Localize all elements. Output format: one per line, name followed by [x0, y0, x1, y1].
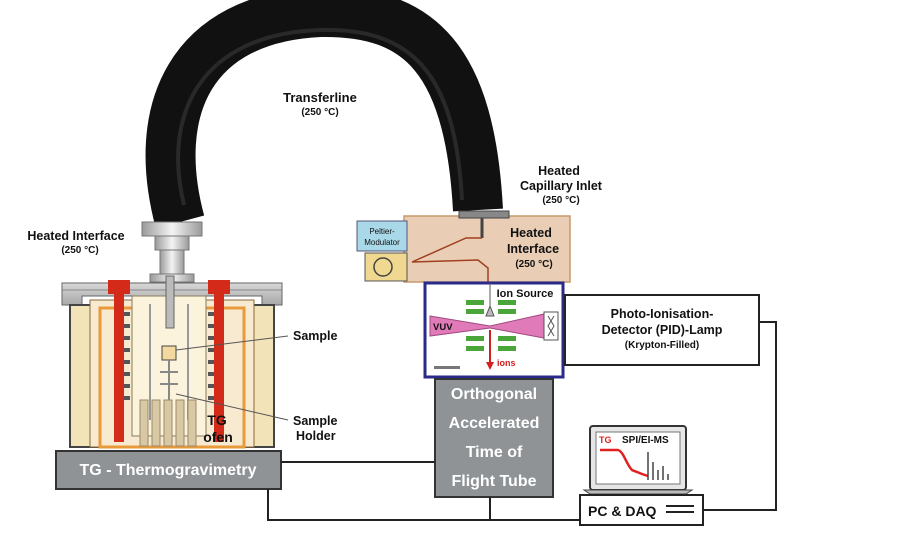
pid-lamp-box — [564, 294, 760, 366]
monitor: TG SPI/EI-MS — [582, 425, 694, 495]
tg-curve — [600, 448, 649, 478]
electrode — [466, 300, 484, 305]
pid-label-3: (Krypton-Filled) — [625, 340, 699, 351]
capillary-fitting — [458, 210, 510, 219]
sample-pointer — [175, 335, 289, 351]
monitor-ms-label: SPI/EI-MS — [622, 435, 669, 446]
peltier-coil — [373, 257, 393, 277]
heated-interface-fitting — [141, 221, 203, 237]
heated-capillary-label-1: Heated — [538, 164, 580, 178]
heater-left — [114, 286, 124, 442]
electrode — [466, 309, 484, 314]
heated-capillary-label-2: Capillary Inlet — [520, 179, 603, 193]
tg-furnace — [61, 221, 283, 449]
sample-pan — [161, 345, 177, 361]
sample-label: Sample — [293, 329, 338, 343]
heated-interface-left-label: Heated Interface — [27, 229, 124, 243]
ms-peaks — [647, 452, 669, 480]
heated-interface-left-temp: (250 °C) — [61, 245, 98, 256]
tof-label-3: Time of — [466, 444, 523, 461]
monitor-tg-label: TG — [599, 435, 612, 445]
heater-right — [214, 286, 224, 442]
transferline-arch — [145, 0, 503, 229]
peltier-box — [356, 220, 408, 252]
peltier-label-1: Peltier- — [369, 227, 395, 236]
ion-source-label: Ion Source — [497, 288, 554, 300]
capillary-line — [411, 237, 489, 290]
pc-daq-box — [579, 494, 704, 526]
vuv-label: VUV — [433, 322, 453, 333]
tof-tube-box — [434, 378, 554, 498]
electrode — [498, 309, 516, 314]
tg-ofen-label-2: ofen — [203, 429, 233, 445]
pc-daq-label: PC & DAQ — [588, 503, 657, 519]
electrode — [466, 336, 484, 341]
electrode — [466, 346, 484, 351]
tg-box — [55, 450, 282, 490]
tof-label-4: Flight Tube — [451, 473, 536, 490]
peltier-label-2: Modulator — [364, 238, 400, 247]
heated-capillary-temp: (250 °C) — [542, 195, 579, 206]
tof-label-2: Accelerated — [449, 415, 540, 432]
sample-holder-label-2: Holder — [296, 429, 336, 443]
tg-ofen-label-1: TG — [207, 412, 227, 428]
heated-interface-right-label-2: Interface — [507, 242, 559, 256]
connection-lines — [267, 321, 777, 521]
pid-label-2: Detector (PID)-Lamp — [602, 323, 723, 337]
tg-box-label: TG - Thermogravimetry — [80, 462, 257, 479]
transferline-temp: (250 °C) — [301, 107, 338, 118]
sample-holder-label-1: Sample — [293, 414, 338, 428]
electrode — [498, 336, 516, 341]
electrode — [498, 300, 516, 305]
tof-label-1: Orthogonal — [451, 386, 537, 403]
heated-interface-right-label-1: Heated — [510, 226, 552, 240]
sample-holder-pointer — [175, 393, 289, 421]
ions-label: ions — [497, 358, 516, 368]
transferline-label: Transferline — [283, 90, 357, 105]
heated-interface-right-temp: (250 °C) — [515, 259, 552, 270]
pid-label-1: Photo-Ionisation- — [611, 307, 714, 321]
electrode — [498, 346, 516, 351]
transferline-highlight — [176, 27, 464, 206]
peltier-coil-box — [364, 252, 408, 282]
pc-drive-slots — [666, 505, 694, 513]
